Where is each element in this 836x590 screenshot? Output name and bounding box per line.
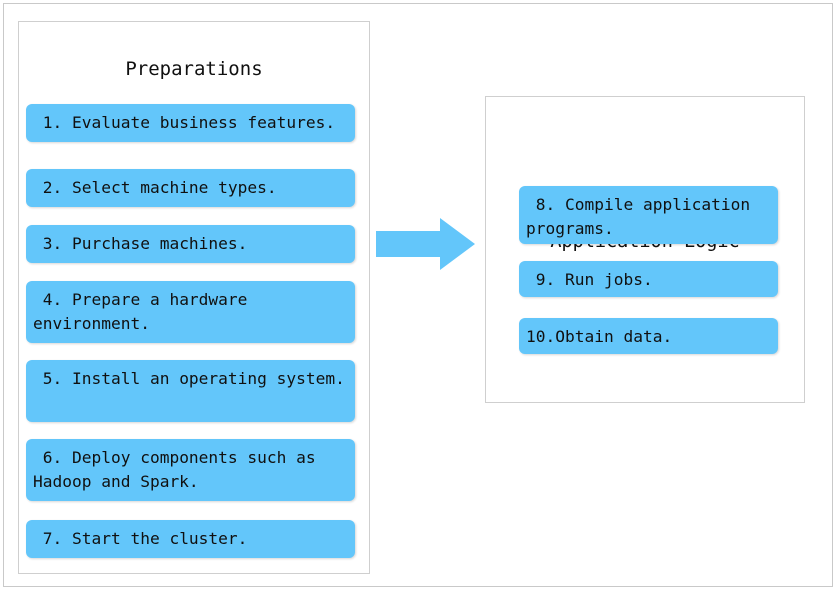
flow-arrow: [376, 218, 476, 270]
step-box-7[interactable]: 7. Start the cluster.: [26, 520, 355, 558]
step-box-4[interactable]: 4. Prepare a hardware environment.: [26, 281, 355, 343]
step-box-2[interactable]: 2. Select machine types.: [26, 169, 355, 207]
panel-operations: Operations Related to Application Logic: [485, 96, 805, 403]
panel-preparations-title: Preparations: [125, 58, 263, 80]
step-box-3[interactable]: 3. Purchase machines.: [26, 225, 355, 263]
block-arrow-right-icon: [376, 218, 475, 270]
step-box-8[interactable]: 8. Compile application programs.: [519, 186, 778, 244]
step-box-6[interactable]: 6. Deploy components such as Hadoop and …: [26, 439, 355, 501]
step-box-10[interactable]: 10.Obtain data.: [519, 318, 778, 354]
step-box-1[interactable]: 1. Evaluate business features.: [26, 104, 355, 142]
step-box-9[interactable]: 9. Run jobs.: [519, 261, 778, 297]
step-box-5[interactable]: 5. Install an operating system.: [26, 360, 355, 422]
